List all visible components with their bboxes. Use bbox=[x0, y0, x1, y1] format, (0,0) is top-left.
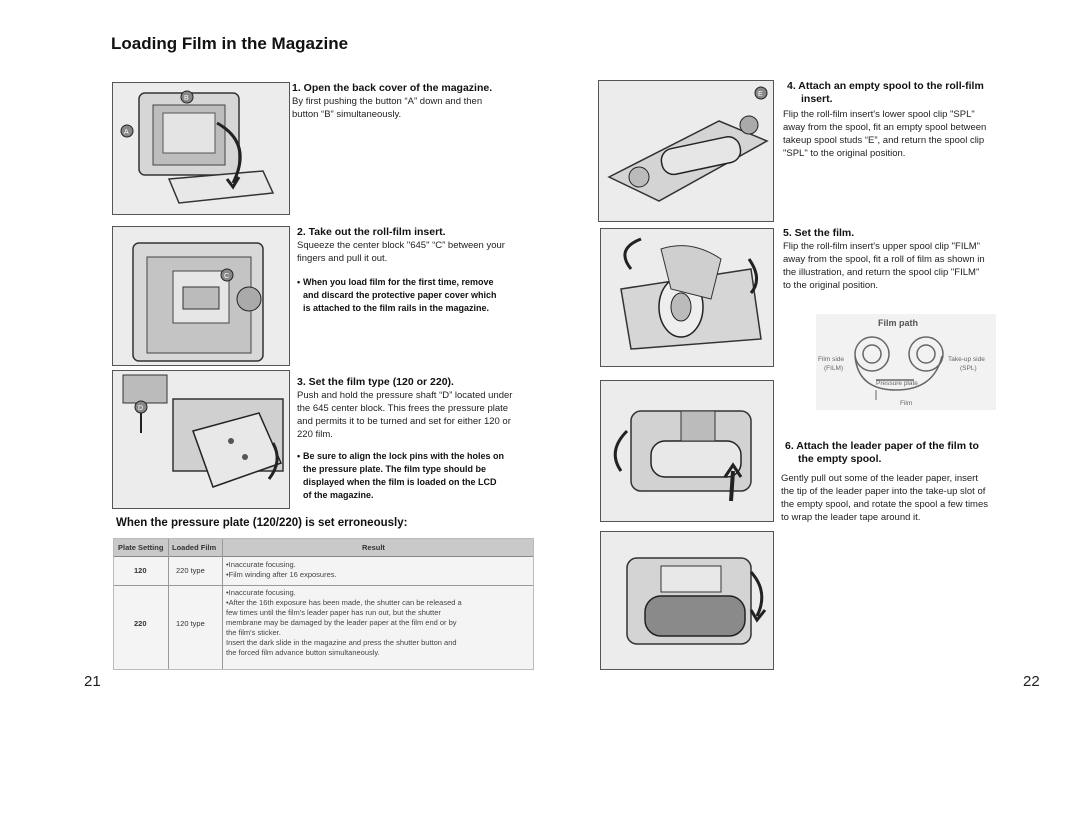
step3-body-line: and permits it to be turned and set for … bbox=[297, 416, 511, 427]
table-header-film: Loaded Film bbox=[172, 543, 217, 552]
note-line: When you load film for the first time, r… bbox=[303, 277, 494, 287]
page-title: Loading Film in the Magazine bbox=[111, 34, 349, 53]
step5-body-line: away from the spool, fit a roll of film … bbox=[783, 254, 985, 265]
illustration-leader-paper bbox=[600, 380, 774, 522]
note-line: Be sure to align the lock pins with the … bbox=[303, 451, 505, 461]
step6-heading: 6. Attach the leader paper of the film t… bbox=[785, 440, 979, 465]
bullet: • bbox=[297, 451, 301, 461]
step2-body-line: Squeeze the center block "645" “C” betwe… bbox=[297, 240, 505, 251]
pressure-plate-label: Pressure plate bbox=[876, 380, 918, 387]
step6-body-line: to wrap the leader tape around it. bbox=[781, 512, 921, 523]
film-path-title: Film path bbox=[878, 318, 918, 328]
table-header-plate: Plate Setting bbox=[118, 543, 164, 552]
callout-c: C bbox=[224, 273, 229, 280]
note-line: displayed when the film is loaded on the… bbox=[303, 477, 497, 487]
film-side-sublabel: (FILM) bbox=[824, 365, 844, 372]
note-line: the pressure plate. The film type should… bbox=[303, 464, 487, 474]
step4-body-line: away from the spool, fit an empty spool … bbox=[783, 122, 987, 133]
table-cell-result: •Inaccurate focusing. •Film winding afte… bbox=[226, 560, 337, 579]
step6-body-line: the empty spool, and rotate the spool a … bbox=[781, 499, 989, 510]
step3-body-line: Push and hold the pressure shaft “D” loc… bbox=[297, 390, 513, 401]
step4-body: Flip the roll-film insert's lower spool … bbox=[783, 108, 1039, 160]
step3-heading: 3. Set the film type (120 or 220). bbox=[297, 376, 454, 388]
illustration-empty-spool: E bbox=[598, 80, 774, 222]
note-line: is attached to the film rails in the mag… bbox=[303, 303, 490, 313]
callout-d: D bbox=[138, 405, 143, 412]
pressure-plate-heading: When the pressure plate (120/220) is set… bbox=[116, 517, 408, 529]
step1-body-line: By first pushing the button “A” down and… bbox=[292, 96, 483, 107]
step1-body: By first pushing the button “A” down and… bbox=[292, 95, 542, 121]
illustration-open-back-cover: B A bbox=[112, 82, 290, 215]
illustration-pressure-plate: D bbox=[112, 370, 290, 509]
table-cell-film: 120 type bbox=[176, 619, 205, 628]
step1-heading: 1. Open the back cover of the magazine. bbox=[292, 82, 493, 94]
step5-body-line: Flip the roll-film insert's upper spool … bbox=[783, 241, 981, 252]
step6-body-line: the tip of the leader paper into the tak… bbox=[781, 486, 986, 497]
table-cell-result: •Inaccurate focusing. •After the 16th ex… bbox=[226, 588, 462, 657]
callout-a: A bbox=[124, 129, 129, 136]
film-side-label: Film side bbox=[818, 356, 845, 363]
table-header bbox=[114, 539, 533, 557]
table-cell-plate: 220 bbox=[134, 619, 147, 628]
table-cell-plate: 120 bbox=[134, 566, 147, 575]
step3-body: Push and hold the pressure shaft “D” loc… bbox=[297, 389, 555, 441]
step5-body-line: to the original position. bbox=[783, 280, 879, 291]
step3-note: •Be sure to align the lock pins with the… bbox=[297, 450, 549, 502]
note-line: of the magazine. bbox=[303, 490, 374, 500]
callout-b: B bbox=[184, 95, 189, 102]
step4-body-line: Flip the roll-film insert's lower spool … bbox=[783, 109, 975, 120]
step2-heading: 2. Take out the roll-film insert. bbox=[297, 226, 446, 238]
callout-e: E bbox=[758, 91, 763, 98]
result-table: Plate Setting Loaded Film Result 120 220… bbox=[113, 538, 534, 670]
table-cell-film: 220 type bbox=[176, 566, 205, 575]
step2-body: Squeeze the center block "645" “C” betwe… bbox=[297, 239, 553, 265]
illustration-roll-film-insert: C bbox=[112, 226, 290, 366]
bullet: • bbox=[297, 277, 301, 287]
takeup-side-label: Take-up side bbox=[948, 356, 985, 363]
step5-body: Flip the roll-film insert's upper spool … bbox=[783, 240, 1039, 292]
film-label: Film bbox=[900, 400, 913, 407]
step3-body-line: 220 film. bbox=[297, 429, 333, 440]
step4-body-line: takeup spool studs “E”, and return the s… bbox=[783, 135, 985, 146]
step5-heading: 5. Set the film. bbox=[783, 227, 855, 239]
step4-body-line: "SPL" to the original position. bbox=[783, 148, 906, 159]
step4-heading: 4. Attach an empty spool to the roll-fil… bbox=[787, 80, 984, 105]
step2-note: •When you load film for the first time, … bbox=[297, 276, 549, 315]
table-header-result: Result bbox=[362, 543, 385, 552]
step5-body-line: the illustration, and return the spool c… bbox=[783, 267, 980, 278]
page-number-left: 21 bbox=[84, 673, 101, 690]
step3-body-line: the 645 center block. This frees the pre… bbox=[297, 403, 509, 414]
illustration-set-film bbox=[600, 228, 774, 367]
step2-body-line: fingers and pull it out. bbox=[297, 253, 388, 264]
note-line: and discard the protective paper cover w… bbox=[303, 290, 497, 300]
page-number-right: 22 bbox=[1023, 673, 1040, 690]
step6-body-line: Gently pull out some of the leader paper… bbox=[781, 473, 978, 484]
step6-body: Gently pull out some of the leader paper… bbox=[781, 472, 1041, 524]
takeup-side-sublabel: (SPL) bbox=[960, 365, 977, 372]
illustration-wind-spool bbox=[600, 531, 774, 670]
step1-body-line: button “B” simultaneously. bbox=[292, 109, 402, 120]
film-path-diagram: Film path Film side (FILM) Take-up side … bbox=[816, 314, 996, 410]
